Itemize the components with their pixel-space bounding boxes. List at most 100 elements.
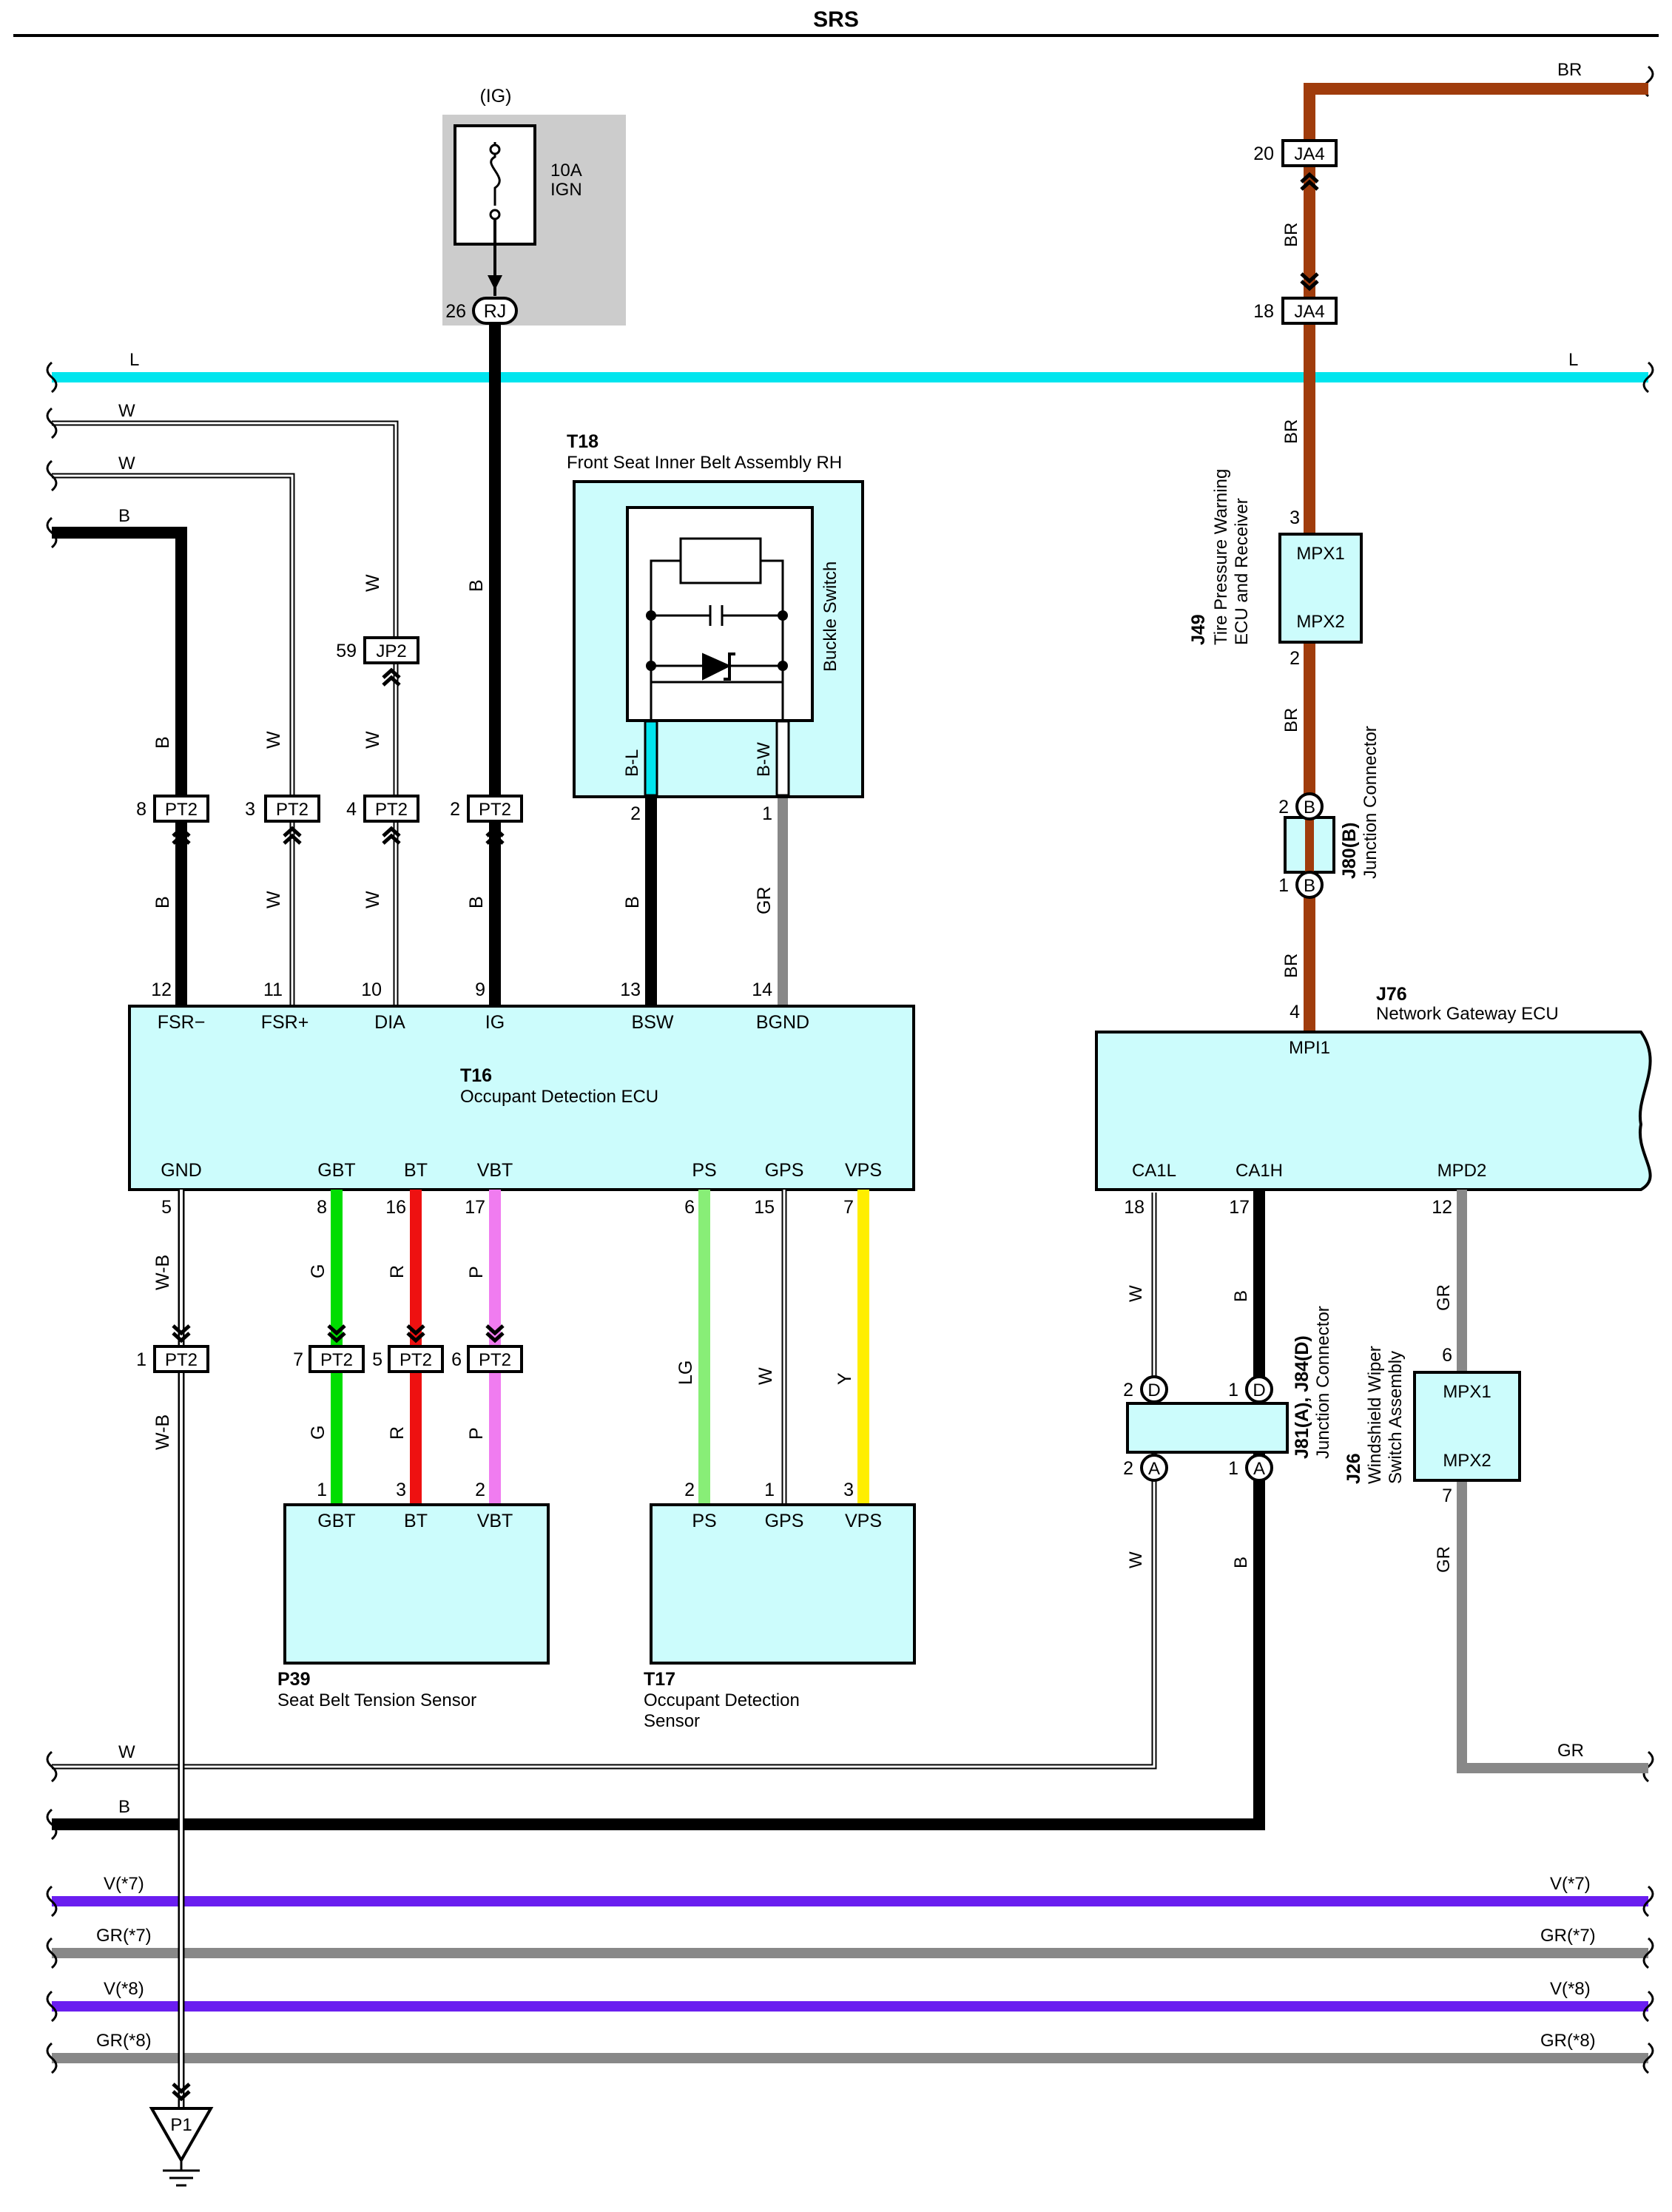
svg-text:17: 17 [1229,1197,1250,1218]
svg-text:GR: GR [1434,1284,1454,1311]
svg-text:2: 2 [684,1480,695,1500]
svg-text:W: W [1126,1551,1146,1568]
svg-text:Windshield Wiper: Windshield Wiper [1365,1346,1385,1484]
jp2-connector [363,636,419,664]
svg-text:D: D [1147,1380,1160,1400]
svg-text:VPS: VPS [845,1160,882,1181]
svg-text:J26: J26 [1344,1453,1364,1484]
svg-text:6: 6 [1442,1345,1452,1366]
svg-text:ECU and Receiver: ECU and Receiver [1232,498,1252,645]
svg-text:2: 2 [450,799,460,820]
svg-text:4: 4 [346,799,357,820]
svg-text:R: R [387,1265,408,1278]
svg-text:P: P [466,1266,487,1278]
svg-text:DIA: DIA [374,1012,405,1033]
svg-text:Y: Y [835,1372,855,1385]
svg-text:W: W [118,401,135,421]
svg-text:BT: BT [404,1511,428,1531]
wire-B-fsr [52,527,187,1006]
svg-text:FSR+: FSR+ [261,1012,309,1033]
svg-text:JA4: JA4 [1294,302,1324,322]
svg-text:W: W [118,1742,135,1762]
svg-text:15: 15 [754,1197,775,1218]
svg-text:Junction Connector: Junction Connector [1313,1306,1333,1459]
svg-text:W: W [363,731,383,749]
svg-text:6: 6 [684,1197,695,1218]
svg-text:B: B [466,896,487,908]
svg-text:3: 3 [245,799,255,820]
svg-text:D: D [1253,1380,1265,1400]
svg-text:26: 26 [445,301,466,322]
svg-text:7: 7 [1442,1486,1452,1506]
svg-text:7: 7 [843,1197,854,1218]
j26-box [1413,1371,1521,1482]
svg-text:PT2: PT2 [165,1350,198,1370]
svg-text:BR: BR [1281,419,1301,444]
svg-text:V(*7): V(*7) [104,1874,144,1894]
svg-text:1: 1 [317,1480,327,1500]
svg-text:Tire Pressure Warning: Tire Pressure Warning [1211,469,1231,645]
svg-text:PT2: PT2 [276,800,309,820]
svg-text:GBT: GBT [317,1511,355,1531]
j81-j84-junction [1126,1402,1289,1454]
svg-text:B: B [1231,1290,1251,1302]
svg-text:B: B [1231,1557,1251,1568]
svg-text:BR: BR [1281,223,1301,247]
svg-text:2: 2 [1123,1458,1133,1479]
svg-text:CA1L: CA1L [1132,1161,1176,1181]
svg-text:W: W [263,891,284,908]
svg-text:V(*7): V(*7) [1550,1874,1591,1894]
svg-text:59: 59 [336,641,357,661]
svg-text:GR(*7): GR(*7) [96,1926,152,1946]
svg-text:PT2: PT2 [375,800,408,820]
svg-text:3: 3 [843,1480,854,1500]
p39-sensor [283,1503,550,1665]
wire-BR [1304,83,1648,1032]
svg-text:PT2: PT2 [165,800,198,820]
svg-text:13: 13 [620,979,641,1000]
svg-text:IG: IG [485,1012,505,1033]
svg-text:P1: P1 [170,2115,192,2135]
svg-text:4: 4 [1290,1002,1300,1022]
svg-text:J49: J49 [1188,614,1209,645]
fuse-rating: 10A [550,161,582,181]
svg-text:V(*8): V(*8) [104,1979,144,1999]
svg-text:W: W [363,891,383,908]
svg-text:8: 8 [136,799,146,820]
svg-text:2: 2 [1123,1380,1133,1400]
svg-text:3: 3 [1290,508,1300,528]
j76-name: Network Gateway ECU [1376,1004,1559,1024]
svg-text:GR: GR [1434,1546,1454,1573]
svg-text:GPS: GPS [765,1160,804,1181]
svg-text:GBT: GBT [317,1160,355,1181]
fuse-name: IGN [550,180,582,200]
svg-text:RJ: RJ [484,301,507,322]
svg-text:T17: T17 [644,1669,675,1690]
svg-text:BT: BT [404,1160,428,1181]
svg-text:VPS: VPS [845,1511,882,1531]
svg-text:12: 12 [151,979,172,1000]
svg-text:GR(*8): GR(*8) [1540,2031,1596,2051]
svg-text:2: 2 [475,1480,485,1500]
svg-text:B-W: B-W [754,742,774,777]
svg-text:BR: BR [1557,60,1582,80]
svg-text:W: W [263,731,284,749]
ground-p1 [149,2107,214,2164]
t16-ecu [128,1005,915,1191]
svg-text:MPX1: MPX1 [1443,1382,1491,1402]
svg-text:L: L [129,350,139,370]
svg-text:GR: GR [754,887,775,915]
svg-text:G: G [308,1264,328,1278]
svg-text:Occupant Detection: Occupant Detection [644,1690,800,1710]
svg-text:PT2: PT2 [479,1350,511,1370]
svg-text:A: A [1148,1459,1160,1479]
svg-text:BSW: BSW [632,1012,674,1033]
p39-name: Seat Belt Tension Sensor [277,1690,476,1710]
svg-text:B: B [152,896,173,908]
svg-text:GR(*7): GR(*7) [1540,1926,1596,1946]
svg-text:CA1H: CA1H [1236,1161,1283,1181]
fuse-source: (IG) [479,86,511,107]
svg-text:MPI1: MPI1 [1289,1038,1330,1058]
diagram-title: SRS [813,7,859,32]
